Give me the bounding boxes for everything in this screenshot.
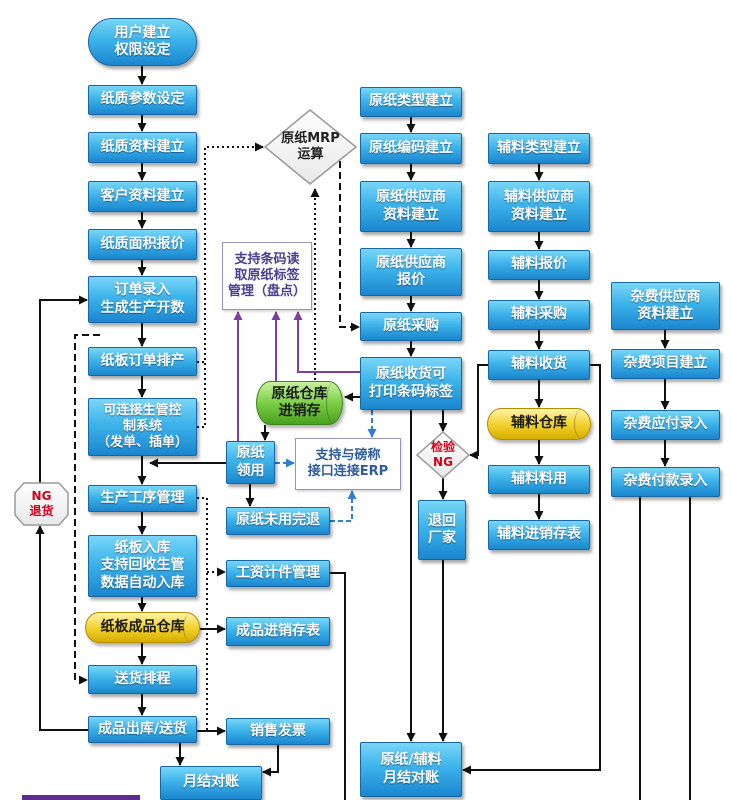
arrow-aux-receipt-to-inspection — [469, 364, 488, 460]
blue-paper-return-to-scale — [330, 490, 357, 522]
paper-supplier-box: 原纸供应商 资料建立 — [360, 181, 462, 232]
barcode-support-note: 支持条码读 取原纸标签 管理（盘点） — [222, 242, 312, 310]
aux-receipt-box: 辅料收货 — [488, 350, 590, 380]
delivery-schedule-box: 送货排程 — [88, 665, 197, 694]
dashed-order-entry-to-delivery — [74, 334, 100, 685]
misc-item-box: 杂费项目建立 — [611, 349, 720, 379]
customer-info-box: 客户资料建立 — [88, 181, 197, 212]
monthly-recon-box: 月结对账 — [160, 766, 262, 800]
paper-params-box: 纸质参数设定 — [88, 85, 197, 115]
aux-report-box: 辅料进销存表 — [488, 520, 590, 550]
arrow-aux-receipt-to-recon — [462, 364, 601, 775]
aux-purchase-box: 辅料采购 — [488, 300, 590, 330]
user-setup-box: 用户建立 权限设定 — [88, 18, 197, 66]
line-piece-wage-down — [330, 572, 346, 800]
paper-code-box: 原纸编码建立 — [360, 133, 462, 164]
dotted-production-control-to-mrp — [197, 362, 206, 428]
board-scheduling-box: 纸板订单排产 — [88, 347, 197, 376]
aux-use-box: 辅料料用 — [488, 465, 590, 494]
accent-bar — [22, 795, 140, 800]
process-mgmt-box: 生产工序管理 — [88, 485, 197, 512]
dotted-scheduling-to-mrp — [197, 142, 264, 363]
inspection-diamond — [415, 430, 471, 480]
paper-receipt-box: 原纸收货可 打印条码标签 — [360, 357, 462, 410]
paper-supplier-quote-box: 原纸供应商 报价 — [360, 248, 462, 296]
paper-purchase-box: 原纸采购 — [360, 312, 462, 341]
arrow-ng-return-to-order-entry — [39, 295, 88, 483]
misc-payable-box: 杂费应付录入 — [611, 410, 720, 440]
paper-area-quote-box: 纸质面积报价 — [88, 229, 197, 260]
return-vendor-box: 退回 厂家 — [418, 500, 466, 560]
aux-supplier-box: 辅料供应商 资料建立 — [488, 181, 590, 232]
arrow-outbound-to-ng-return — [35, 525, 88, 731]
outbound-box: 成品出库/送货 — [88, 716, 197, 743]
paper-type-box: 原纸类型建立 — [360, 87, 462, 117]
dashed-mrp-to-paper-purchase — [339, 161, 360, 332]
board-stockin-box: 纸板入库 支持回收生管 数据自动入库 — [88, 535, 197, 597]
piece-wage-box: 工资计件管理 — [226, 560, 330, 587]
misc-payment-box: 杂费付款录入 — [611, 467, 720, 497]
paper-info-box: 纸质资料建立 — [88, 132, 197, 163]
finished-report-box: 成品进销存表 — [226, 617, 330, 646]
order-entry-box: 订单录入 生成生产开数 — [88, 276, 197, 323]
scale-interface-note: 支持与磅称 接口连接ERP — [295, 438, 401, 490]
paper-use-box: 原纸 领用 — [226, 441, 275, 484]
dotted-process-to-outbound — [197, 497, 208, 731]
board-warehouse-cylinder: 纸板成品仓库 — [85, 612, 200, 643]
aux-quote-box: 辅料报价 — [488, 250, 590, 280]
ng-return-octagon — [14, 482, 69, 526]
paper-return-box: 原纸未用完退 — [226, 507, 330, 535]
purple-paper-receipt-to-barcode — [293, 311, 360, 373]
sales-invoice-box: 销售发票 — [226, 718, 330, 745]
mrp-label: 原纸MRP 运算 — [281, 130, 340, 162]
mrp-diamond — [263, 109, 358, 185]
paper-warehouse-cylinder: 原纸仓库 进销存 — [256, 381, 343, 425]
arrow-invoice-to-monthly-recon — [262, 745, 279, 777]
production-control-box: 可连接生管控 制系统 （发单、插单） — [88, 398, 197, 456]
paper-aux-recon-box: 原纸/辅料 月结对账 — [360, 742, 462, 797]
aux-type-box: 辅料类型建立 — [488, 133, 590, 164]
aux-warehouse-cylinder: 辅料仓库 — [487, 408, 591, 440]
misc-supplier-box: 杂费供应商 资料建立 — [611, 282, 720, 330]
ng-return-label: NG 退货 — [29, 489, 54, 518]
inspection-label: 检验 NG — [430, 440, 455, 469]
